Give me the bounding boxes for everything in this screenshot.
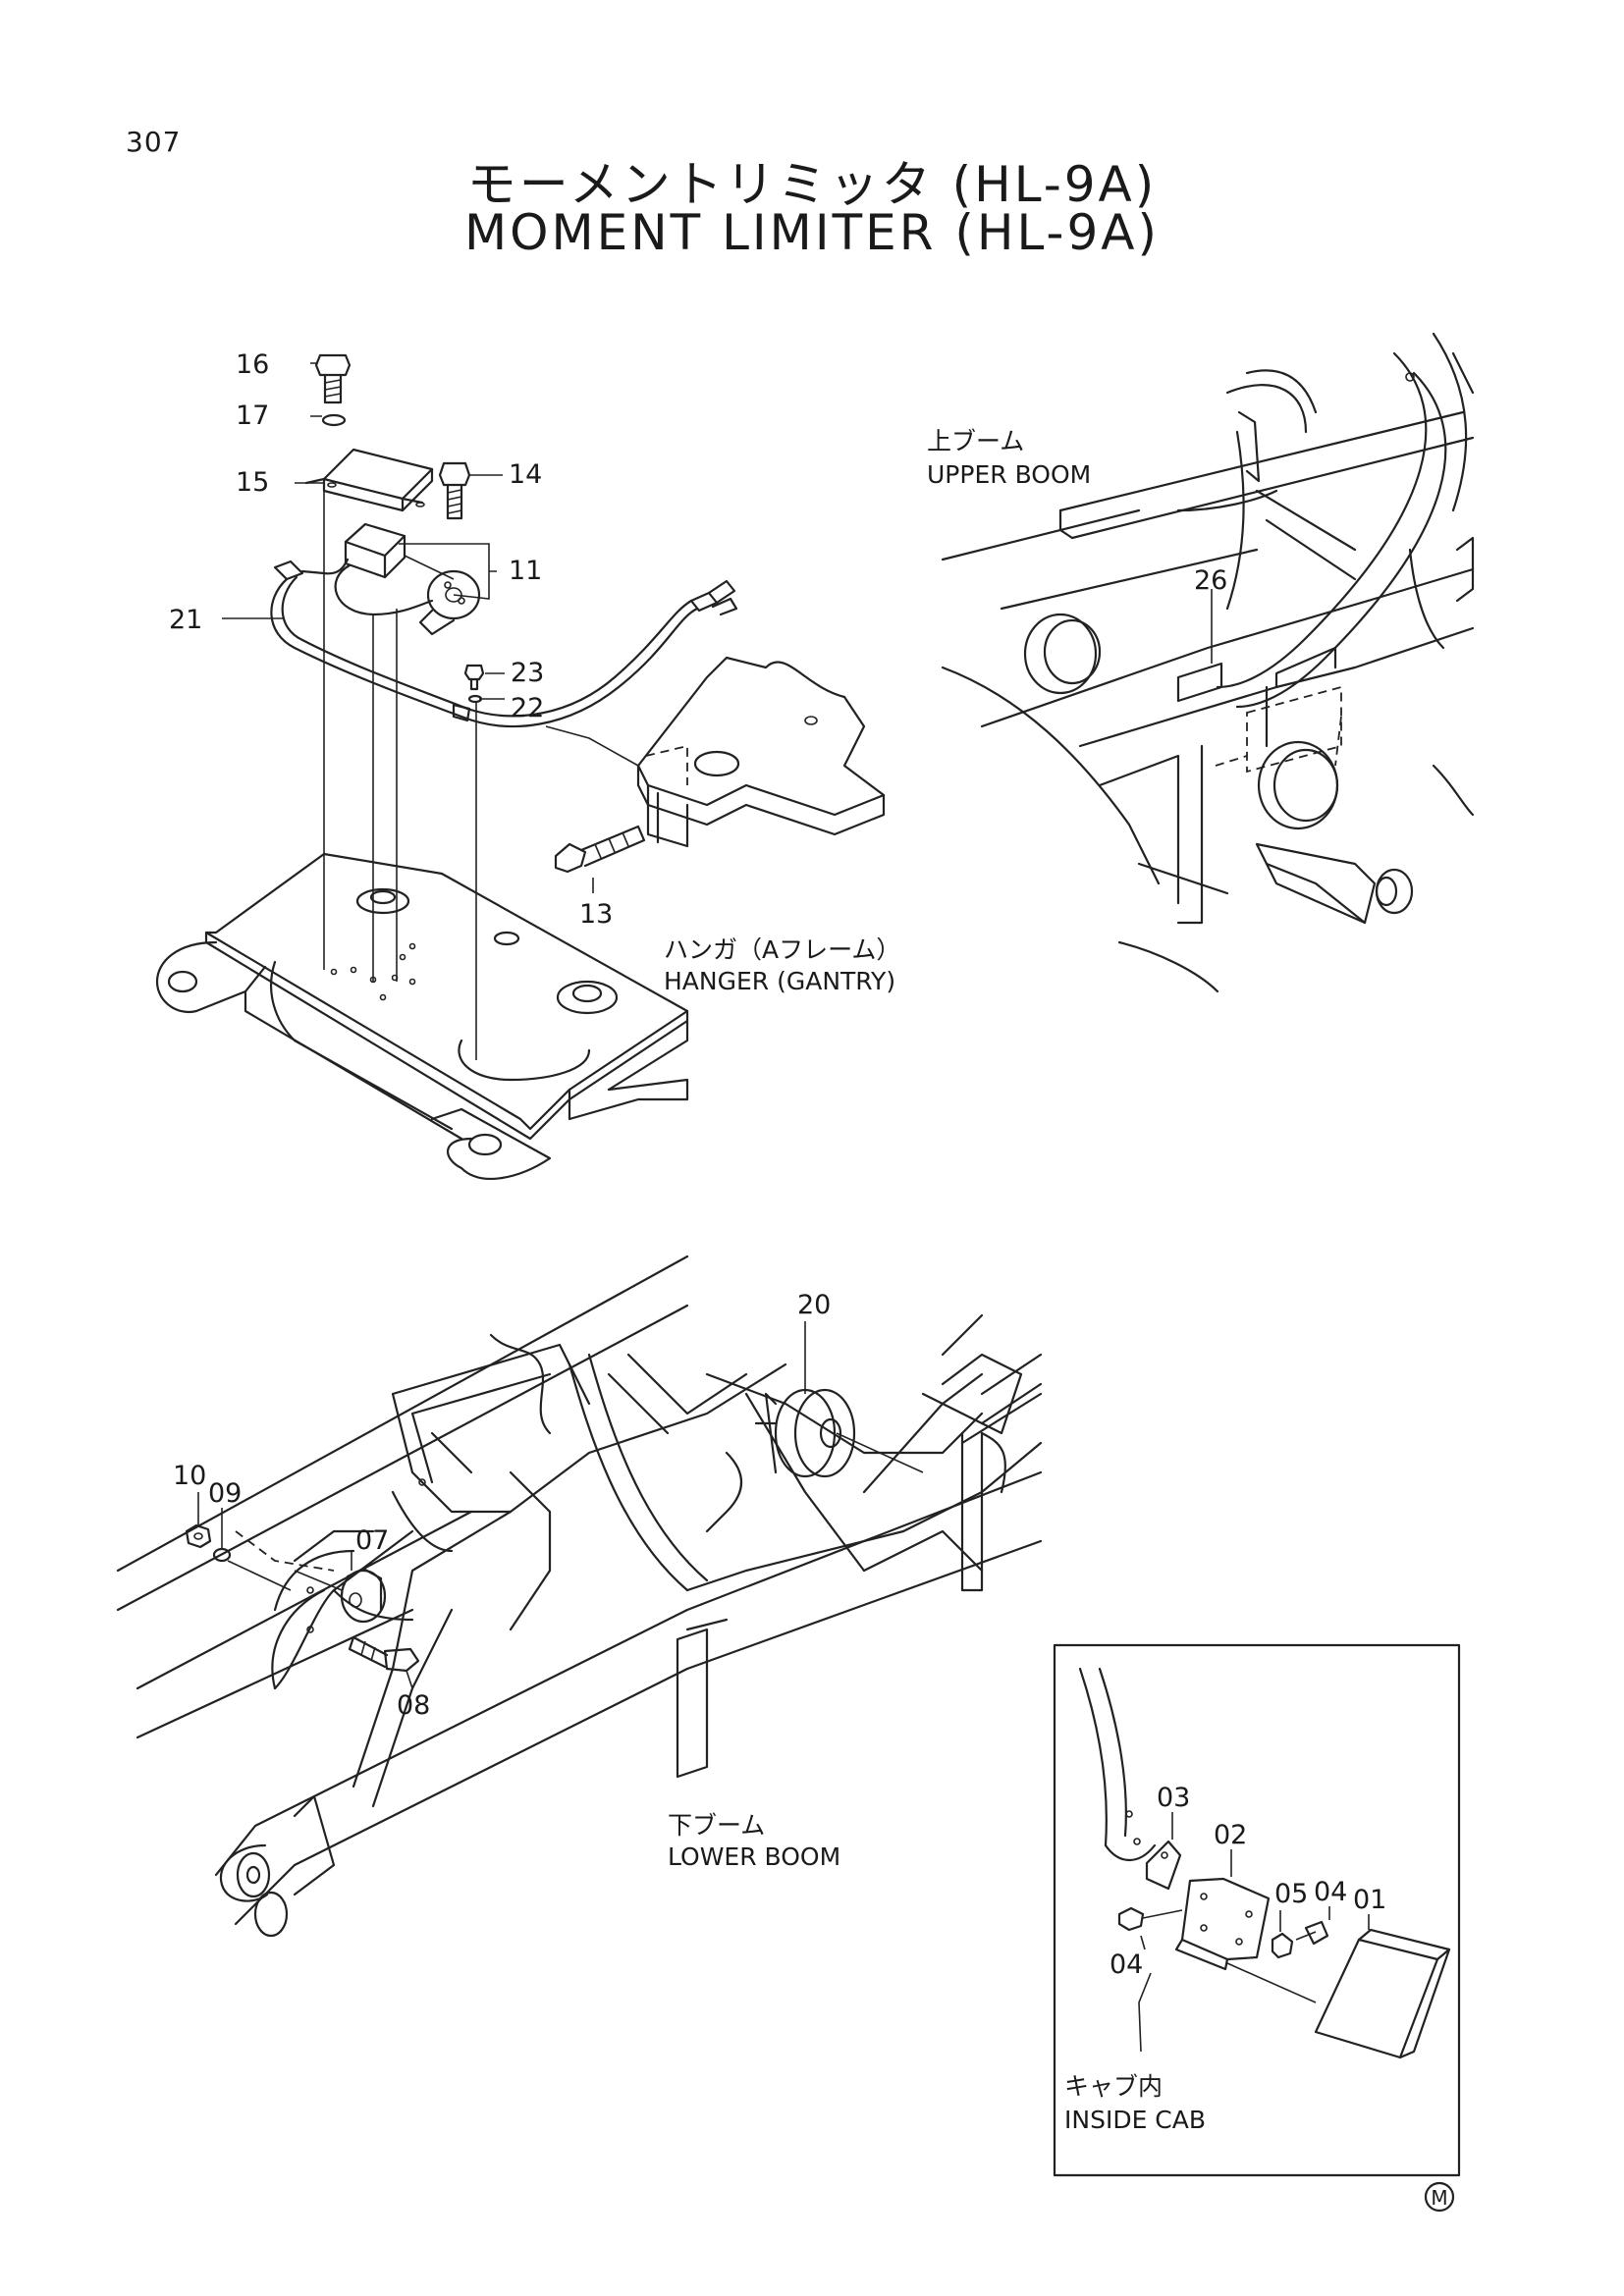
cab-label-english: INSIDE CAB (1064, 2106, 1206, 2134)
washer-09-part (212, 1508, 292, 1591)
cab-label-japanese: キャブ内 (1064, 2072, 1163, 2101)
plate-02-part (1180, 1877, 1271, 1961)
callout-14: 14 (509, 459, 542, 490)
callout-04-right: 04 (1314, 1877, 1347, 1907)
callout-10: 10 (173, 1461, 206, 1491)
bracket-03-part (1145, 1840, 1182, 1891)
hanger-plate (636, 656, 886, 848)
sensor-11-part (334, 522, 481, 636)
callout-05: 05 (1274, 1879, 1308, 1909)
callout-15: 15 (236, 467, 269, 498)
mark-letter: M (1431, 2186, 1447, 2210)
callout-20: 20 (797, 1290, 831, 1320)
cable-21-part (270, 558, 738, 728)
callout-16: 16 (236, 349, 269, 380)
callout-23: 23 (511, 658, 544, 688)
bolt-14-part (438, 461, 471, 520)
callout-09: 09 (208, 1478, 242, 1509)
callout-22: 22 (511, 693, 544, 723)
hanger-label-english: HANGER (GANTRY) (664, 967, 895, 995)
bolt-08-part (348, 1635, 420, 1689)
callout-07: 07 (355, 1525, 389, 1556)
nut-10-part (185, 1492, 212, 1549)
callout-02: 02 (1214, 1820, 1247, 1850)
callout-13: 13 (579, 899, 613, 930)
lower-boom-assembly (116, 1255, 1043, 1938)
sensor-07-part (294, 1551, 387, 1624)
lower-frame (155, 852, 689, 1180)
pulley-20-part (754, 1321, 924, 1478)
callout-17: 17 (236, 400, 269, 431)
hanger-assembly (155, 353, 886, 1180)
callout-01: 01 (1353, 1885, 1386, 1915)
decal-26-part (1176, 662, 1223, 703)
callout-11: 11 (509, 556, 542, 586)
cab-inset (1053, 1643, 1461, 2177)
upper-boom-assembly (941, 332, 1475, 993)
bolt-16-part (314, 353, 352, 404)
page-title-english: MOMENT LIMITER (HL-9A) (464, 204, 1160, 261)
page-number: 307 (126, 126, 182, 158)
screw-04-part (1304, 1920, 1329, 1946)
bracket-15-part (304, 448, 434, 512)
screw-23-part (463, 664, 485, 691)
callout-03: 03 (1157, 1783, 1190, 1813)
screw-04-left-part (1117, 1906, 1145, 1932)
callout-08: 08 (397, 1690, 430, 1721)
washer-17-part (321, 413, 347, 427)
lower-boom-label-english: LOWER BOOM (668, 1842, 840, 1871)
callout-26: 26 (1194, 565, 1227, 596)
bolt-13-part (554, 825, 646, 874)
upper-boom-label-japanese: 上ブーム (927, 427, 1024, 455)
mark-circle (1424, 2181, 1455, 2213)
page-title-japanese: モーメントリミッタ (HL-9A) (466, 156, 1158, 213)
upper-boom-label-english: UPPER BOOM (927, 460, 1091, 489)
callout-21: 21 (169, 605, 202, 635)
lower-boom-label-japanese: 下ブーム (668, 1811, 765, 1840)
washer-05-part (1271, 1932, 1294, 1959)
callout-04-left: 04 (1110, 1949, 1143, 1980)
controller-01-part (1314, 1938, 1439, 2059)
hanger-label-japanese: ハンガ（Aフレーム） (664, 935, 900, 964)
